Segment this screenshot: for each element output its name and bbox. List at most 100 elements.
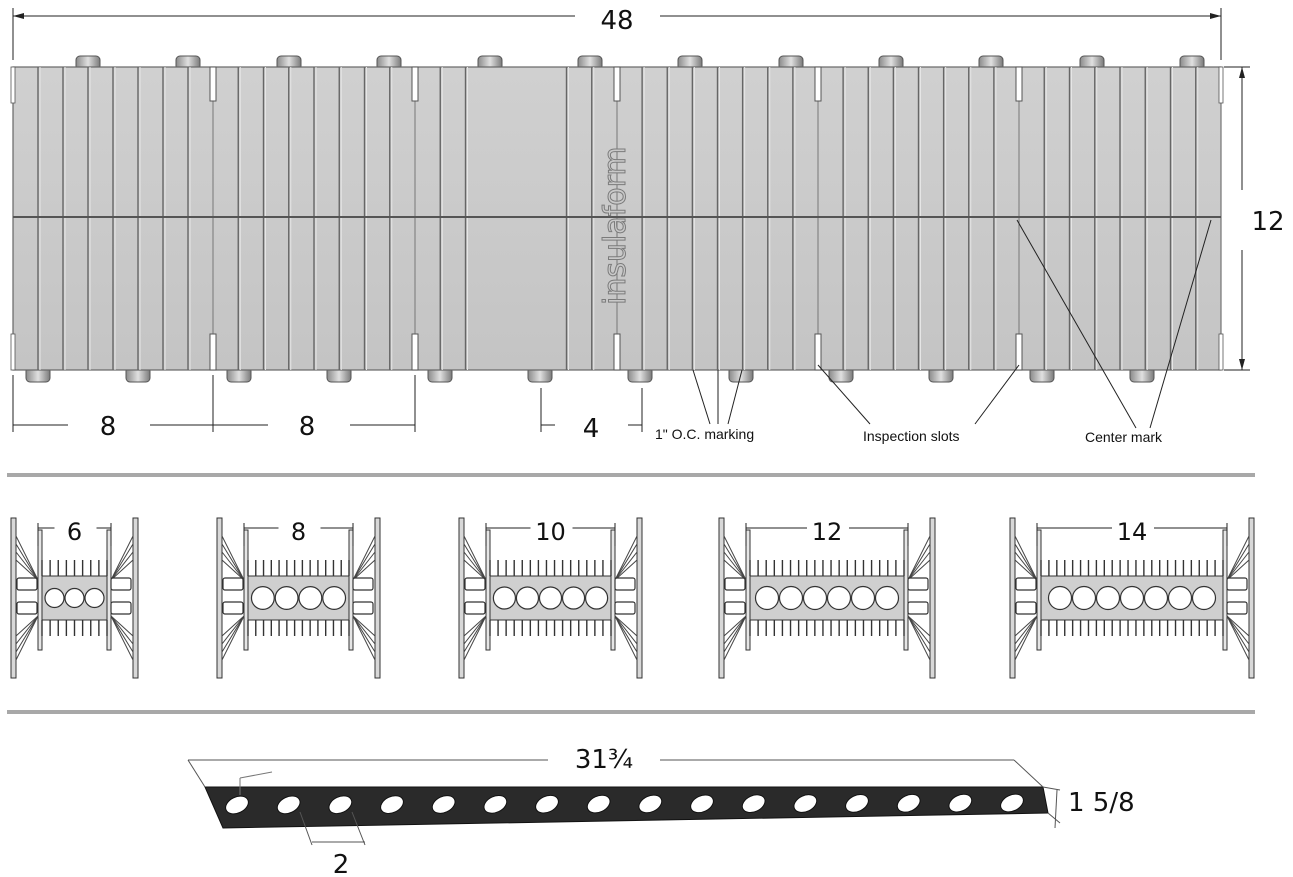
dim-31-label: 31¾ bbox=[575, 745, 633, 775]
strip-hole bbox=[431, 795, 456, 814]
truss-line bbox=[15, 551, 39, 581]
truss-line bbox=[907, 615, 931, 653]
truss-line bbox=[221, 543, 245, 581]
tie-hole bbox=[274, 586, 299, 610]
tie-hole bbox=[1071, 585, 1097, 611]
truss-line bbox=[110, 615, 134, 653]
divider-bottom bbox=[7, 710, 1255, 714]
truss-line bbox=[463, 615, 487, 661]
truss-line bbox=[614, 615, 638, 645]
outer-plate-right bbox=[929, 517, 936, 679]
truss-line bbox=[352, 615, 376, 645]
top-view: insulaform 48 12 8 bbox=[10, 6, 1285, 445]
strip-hole bbox=[225, 795, 249, 815]
tie-hole bbox=[874, 585, 900, 611]
outer-plate-left bbox=[216, 517, 223, 679]
truss-line bbox=[110, 615, 134, 645]
inspection-slot-bottom bbox=[209, 333, 217, 371]
tie-hole bbox=[515, 586, 540, 610]
outer-plate-right bbox=[1248, 517, 1255, 679]
truss-line bbox=[221, 615, 245, 637]
truss-line bbox=[15, 559, 39, 581]
truss-line bbox=[1014, 551, 1038, 581]
oc-marking-label: 1" O.C. marking bbox=[655, 426, 754, 442]
truss-line bbox=[1226, 551, 1250, 581]
truss-line bbox=[15, 615, 39, 645]
truss-line bbox=[723, 615, 747, 661]
truss-line bbox=[614, 559, 638, 581]
truss-line bbox=[723, 535, 747, 581]
truss-line bbox=[1226, 543, 1250, 581]
strip-hole bbox=[483, 794, 508, 814]
truss-line bbox=[110, 543, 134, 581]
truss-line bbox=[1014, 615, 1038, 645]
truss-line bbox=[221, 615, 245, 653]
tie-hole bbox=[1095, 585, 1121, 611]
tie-hole bbox=[584, 586, 609, 610]
truss-line bbox=[1014, 615, 1038, 661]
side-slot bbox=[464, 601, 486, 615]
inspection-slot-top bbox=[209, 66, 217, 102]
truss-line bbox=[1014, 615, 1038, 653]
truss-line bbox=[907, 615, 931, 661]
rib-lines bbox=[37, 67, 1222, 370]
side-slot bbox=[724, 601, 746, 615]
annotation-inspection-slots: Inspection slots bbox=[817, 364, 1020, 444]
inspection-slot-top bbox=[814, 66, 822, 102]
strip-hole bbox=[586, 794, 611, 814]
truss-line bbox=[907, 615, 931, 637]
side-slot bbox=[614, 601, 636, 615]
outer-plate-right bbox=[132, 517, 139, 679]
section-width-label: 12 bbox=[812, 518, 843, 546]
truss-line bbox=[614, 615, 638, 653]
inspection-slot-bottom bbox=[613, 333, 621, 371]
truss-line bbox=[1226, 535, 1250, 581]
side-slot bbox=[1015, 601, 1037, 615]
truss-line bbox=[614, 543, 638, 581]
truss-line bbox=[15, 543, 39, 581]
truss-line bbox=[1014, 535, 1038, 581]
strip-hole bbox=[276, 795, 301, 815]
center-mark-label: Center mark bbox=[1085, 429, 1163, 445]
tie-hole bbox=[64, 587, 85, 609]
outer-plate-right bbox=[374, 517, 381, 679]
cross-section-14: 14 bbox=[1009, 517, 1255, 679]
annotation-center-mark: Center mark bbox=[1016, 219, 1212, 445]
edge-notch-top bbox=[10, 66, 16, 104]
truss-line bbox=[15, 615, 39, 637]
truss-line bbox=[907, 559, 931, 581]
dimension-spacing-8a: 8 bbox=[12, 375, 214, 442]
dimension-strip-length: 31¾ bbox=[187, 745, 1044, 788]
cross-section-12: 12 bbox=[718, 517, 936, 679]
truss-line bbox=[463, 615, 487, 653]
side-slot bbox=[352, 601, 374, 615]
truss-line bbox=[907, 535, 931, 581]
strip-hole bbox=[380, 795, 404, 814]
truss-line bbox=[352, 615, 376, 637]
section-width-label: 6 bbox=[67, 518, 82, 546]
divider-top bbox=[7, 473, 1255, 477]
dimension-overall-length: 48 bbox=[12, 6, 1222, 60]
dim-8a-label: 8 bbox=[100, 412, 117, 442]
side-slot bbox=[1226, 577, 1248, 591]
tie-hole bbox=[850, 585, 876, 611]
side-slot bbox=[222, 601, 244, 615]
dim-4-label: 4 bbox=[583, 414, 600, 444]
cross-section-6: 6 bbox=[10, 517, 139, 679]
truss-line bbox=[723, 559, 747, 581]
dim-8b-label: 8 bbox=[299, 412, 316, 442]
outer-plate-left bbox=[10, 517, 17, 679]
tie-hole bbox=[298, 586, 323, 610]
truss-line bbox=[110, 535, 134, 581]
section-width-label: 8 bbox=[291, 518, 306, 546]
inspection-slots bbox=[10, 66, 1224, 371]
outer-plate-left bbox=[1009, 517, 1016, 679]
strip-hole bbox=[328, 795, 353, 815]
dim-hole-spacing-label: 2 bbox=[333, 850, 350, 877]
outer-plate-left bbox=[718, 517, 725, 679]
side-slot bbox=[724, 577, 746, 591]
annotation-oc-marking: 1" O.C. marking bbox=[655, 369, 754, 442]
side-slot bbox=[614, 577, 636, 591]
